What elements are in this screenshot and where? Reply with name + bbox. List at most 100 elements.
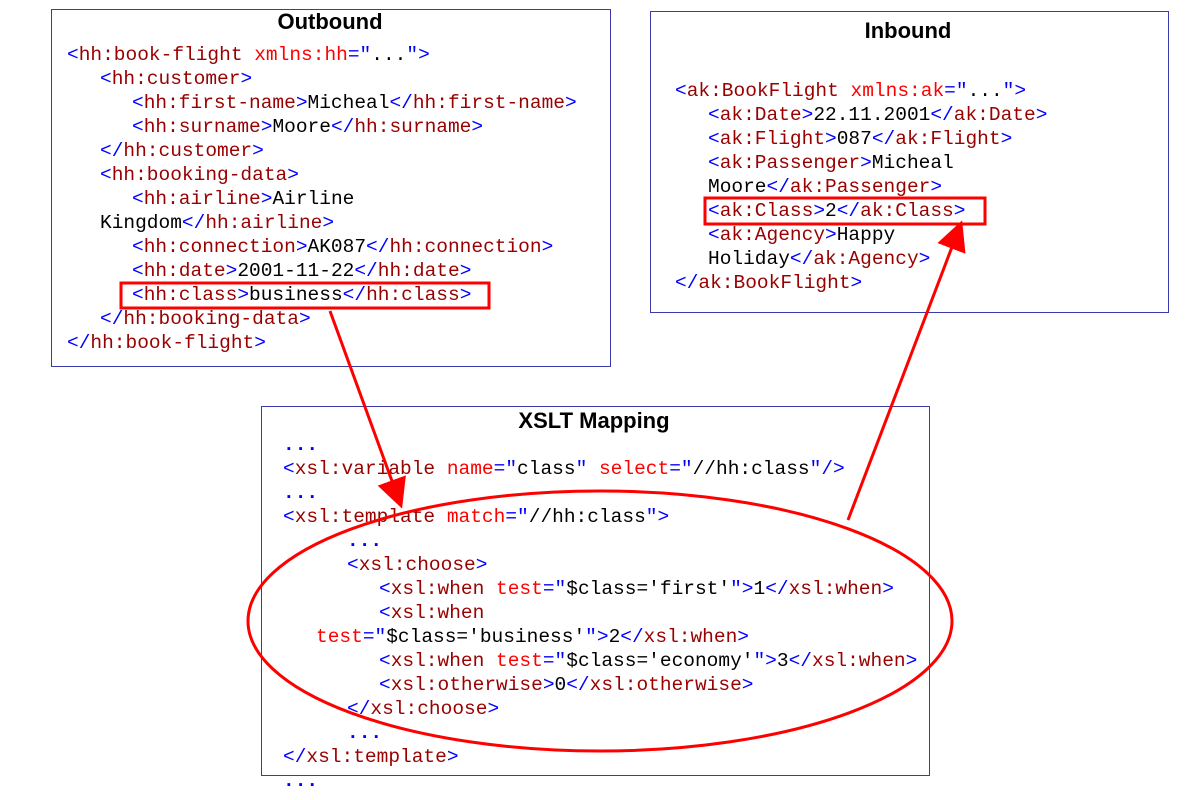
- code-punctuation: =": [362, 626, 387, 648]
- code-punctuation: </: [765, 578, 789, 600]
- xslt-code-line: ...: [283, 481, 318, 505]
- code-tag-name: xsl:when: [390, 578, 497, 600]
- code-text: Micheal: [871, 152, 954, 174]
- code-punctuation: >: [295, 92, 308, 114]
- code-punctuation: >: [298, 308, 311, 330]
- xslt-panel: [261, 406, 930, 776]
- code-ellipsis: ...: [347, 530, 383, 552]
- code-punctuation: </: [181, 212, 206, 234]
- code-punctuation: <: [347, 554, 359, 576]
- code-tag-name: ak:Class: [719, 200, 814, 222]
- code-text: Micheal: [307, 92, 390, 114]
- code-tag-name: hh:book-flight: [90, 332, 255, 354]
- code-tag-name: xsl:when: [812, 650, 906, 672]
- code-ellipsis: ...: [283, 482, 319, 504]
- code-punctuation: >: [741, 674, 754, 696]
- code-punctuation: >: [813, 200, 826, 222]
- outbound-class-highlight: [119, 281, 491, 310]
- code-punctuation: </: [789, 248, 814, 270]
- code-tag-name: xsl:otherwise: [390, 674, 543, 696]
- code-attribute: xmlns:hh: [254, 44, 348, 66]
- code-attribute: test: [496, 650, 543, 672]
- code-punctuation: ">: [406, 44, 430, 66]
- code-punctuation: >: [287, 164, 299, 186]
- code-text: ...: [967, 80, 1003, 102]
- inbound-code-line: Moore</ak:Passenger>: [708, 175, 942, 199]
- code-punctuation: ": [575, 458, 599, 480]
- code-punctuation: >: [918, 248, 931, 270]
- code-punctuation: =": [669, 458, 693, 480]
- code-punctuation: >: [237, 284, 250, 306]
- xslt-code-line: ...: [283, 769, 318, 793]
- outbound-panel: [51, 9, 611, 367]
- code-punctuation: >: [905, 650, 918, 672]
- code-punctuation: >: [564, 92, 577, 114]
- code-punctuation: <: [132, 116, 144, 138]
- code-tag-name: ak:BookFlight: [698, 272, 851, 294]
- code-punctuation: <: [708, 128, 720, 150]
- code-tag-name: hh:booking-data: [111, 164, 288, 186]
- code-tag-name: xsl:template: [306, 746, 447, 768]
- code-punctuation: </: [930, 104, 954, 126]
- code-tag-name: xsl:template: [294, 506, 447, 528]
- inbound-code-line: <ak:Passenger>Micheal: [708, 151, 954, 175]
- inbound-code-line: <ak:BookFlight xmlns:ak="...">: [675, 79, 1026, 103]
- code-text: 22.11.2001: [813, 104, 931, 126]
- code-punctuation: >: [459, 260, 472, 282]
- code-punctuation: >: [322, 212, 335, 234]
- outbound-code-line: <hh:first-name>Micheal</hh:first-name>: [132, 91, 577, 115]
- code-punctuation: </: [566, 674, 590, 696]
- code-text: 1: [753, 578, 766, 600]
- code-punctuation: </: [67, 332, 91, 354]
- code-punctuation: =": [944, 80, 968, 102]
- code-punctuation: >: [850, 272, 863, 294]
- xslt-code-line: </xsl:template>: [283, 745, 459, 769]
- code-tag-name: xsl:when: [643, 626, 738, 648]
- outbound-code-line: </hh:book-flight>: [67, 331, 266, 355]
- outbound-code-line: <hh:customer>: [100, 67, 252, 91]
- code-punctuation: <: [379, 578, 391, 600]
- outbound-code-line: <hh:date>2001-11-22</hh:date>: [132, 259, 471, 283]
- code-tag-name: hh:book-flight: [78, 44, 255, 66]
- code-punctuation: </: [766, 176, 790, 198]
- xslt-code-line: ...: [347, 721, 382, 745]
- code-punctuation: <: [675, 80, 687, 102]
- code-punctuation: <: [132, 284, 144, 306]
- inbound-code-line: Holiday</ak:Agency>: [708, 247, 930, 271]
- code-punctuation: >: [446, 746, 459, 768]
- code-tag-name: hh:date: [377, 260, 460, 282]
- code-tag-name: hh:first-name: [143, 92, 296, 114]
- code-tag-name: hh:airline: [205, 212, 323, 234]
- code-tag-name: hh:class: [366, 284, 460, 306]
- xslt-code-line: <xsl:otherwise>0</xsl:otherwise>: [379, 673, 753, 697]
- code-punctuation: >: [737, 626, 749, 648]
- code-tag-name: hh:first-name: [412, 92, 565, 114]
- outbound-code-line: </hh:customer>: [100, 139, 264, 163]
- code-tag-name: hh:surname: [354, 116, 472, 138]
- code-punctuation: ">: [730, 578, 754, 600]
- code-tag-name: hh:booking-data: [123, 308, 299, 330]
- code-tag-name: ak:BookFlight: [686, 80, 851, 102]
- code-punctuation: <: [67, 44, 79, 66]
- code-punctuation: </: [620, 626, 644, 648]
- inbound-title: Inbound: [864, 18, 952, 43]
- code-tag-name: hh:connection: [143, 236, 296, 258]
- code-tag-name: hh:class: [143, 284, 238, 306]
- code-punctuation: "/>: [809, 458, 845, 480]
- code-punctuation: <: [708, 224, 720, 246]
- xslt-code-line: <xsl:template match="//hh:class">: [283, 505, 669, 529]
- code-punctuation: ">: [645, 506, 670, 528]
- code-text: $class='economy': [566, 650, 754, 672]
- outbound-code-line: </hh:booking-data>: [100, 307, 311, 331]
- code-tag-name: ak:Flight: [895, 128, 1001, 150]
- inbound-code-line: <ak:Date>22.11.2001</ak:Date>: [708, 103, 1047, 127]
- code-text: Happy: [836, 224, 896, 246]
- code-text: Kingdom: [100, 212, 182, 234]
- code-text: $class='business': [386, 626, 586, 648]
- code-punctuation: =": [542, 650, 567, 672]
- code-punctuation: </: [283, 746, 307, 768]
- code-tag-name: ak:Date: [719, 104, 802, 126]
- arrow-outbound-to-xslt: [328, 310, 406, 509]
- code-punctuation: >: [882, 578, 894, 600]
- code-punctuation: >: [801, 104, 814, 126]
